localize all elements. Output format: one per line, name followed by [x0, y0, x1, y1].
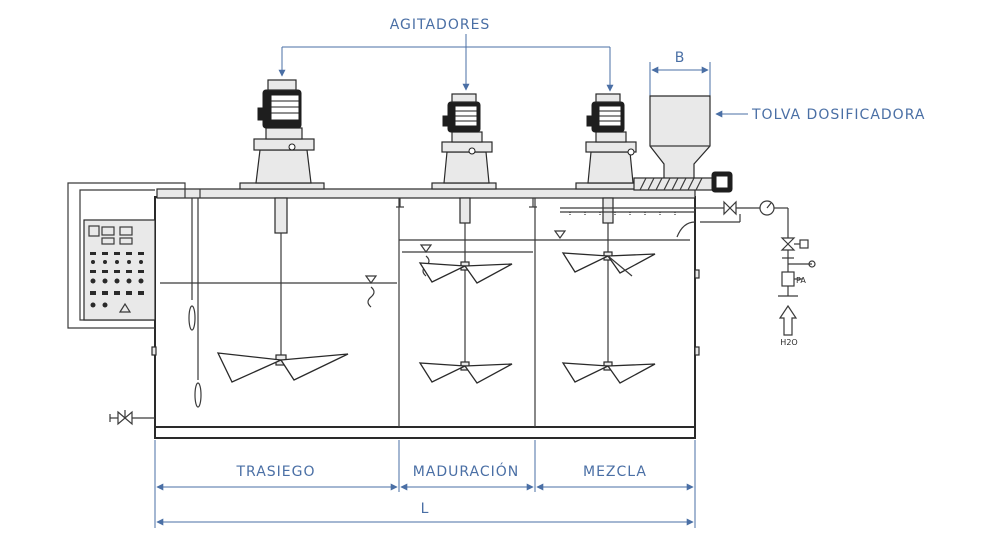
water-label: H2O — [780, 338, 797, 347]
agitator-motor-icon — [239, 79, 325, 190]
water-filter-icon: PA — [778, 264, 806, 297]
agitator-motor-icon — [431, 93, 497, 190]
impeller-mezcla-upper — [561, 252, 656, 277]
b-label: B — [675, 50, 686, 66]
valve-icon — [780, 237, 816, 268]
impeller-trasiego — [216, 352, 349, 383]
water-inlet-arrow-icon — [778, 304, 798, 336]
agitadores-leader — [278, 34, 614, 92]
section-dimensions — [154, 440, 696, 528]
agitator-shaft-mezcla — [602, 197, 614, 371]
b-dimension — [649, 62, 711, 96]
agitadores-label: AGITADORES — [390, 17, 491, 33]
l-label: L — [421, 501, 430, 517]
impeller-mezcla-lower — [561, 362, 656, 384]
impeller-maduracion-upper — [418, 262, 513, 284]
control-panel-icon — [67, 182, 186, 329]
hopper-icon — [633, 95, 733, 193]
tank-body — [151, 188, 700, 439]
impeller-maduracion-lower — [418, 362, 513, 384]
spray-bar — [560, 207, 696, 238]
drain-valve-icon — [109, 410, 155, 426]
pressure-gauge-icon — [759, 200, 789, 238]
liquid-level-marks — [160, 230, 567, 308]
section-label-trasiego: TRASIEGO — [235, 464, 315, 480]
agitator-shaft-trasiego — [274, 197, 288, 366]
section-label-maduracion: MADURACIÓN — [413, 462, 520, 480]
level-probe — [188, 198, 202, 408]
section-label-mezcla: MEZCLA — [583, 464, 647, 480]
agitator-motor-icon — [575, 93, 641, 190]
svg-text:PA: PA — [796, 276, 806, 285]
agitator-shaft-maduracion — [459, 197, 471, 371]
water-inlet-line — [695, 200, 760, 223]
tolva-label: TOLVA DOSIFICADORA — [751, 107, 925, 123]
